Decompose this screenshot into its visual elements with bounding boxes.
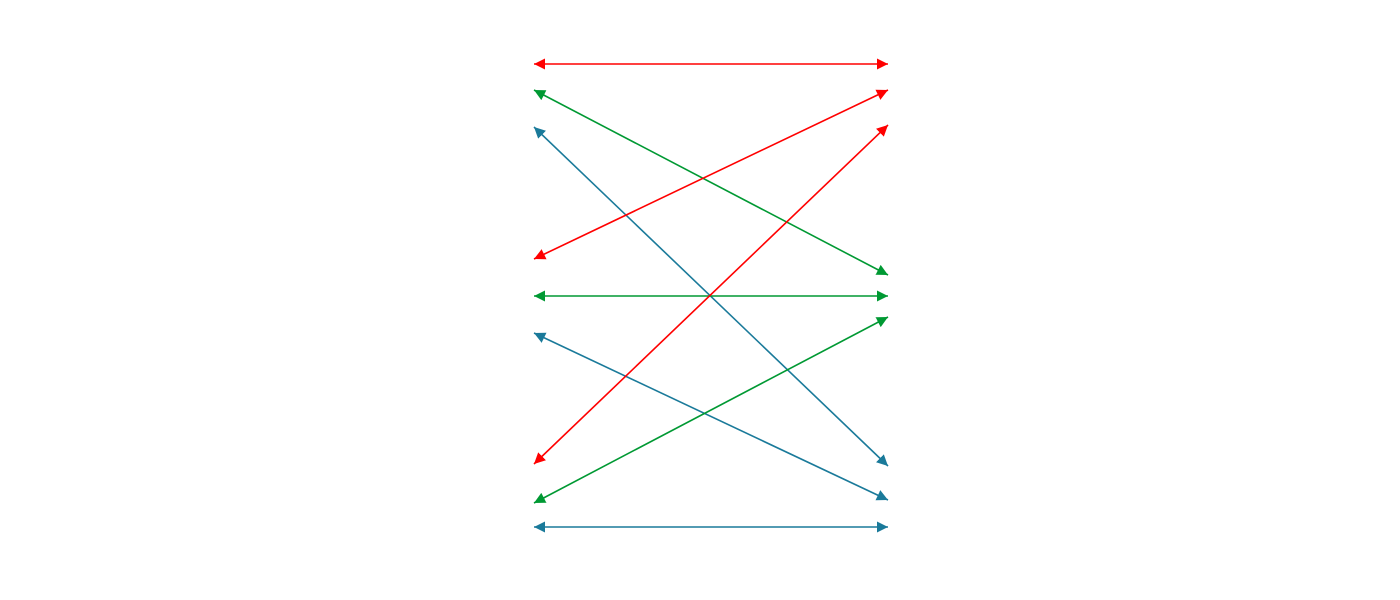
arrows-group xyxy=(533,58,889,533)
double-arrow-red-4 xyxy=(533,89,889,260)
double-arrow-green-2 xyxy=(533,89,889,276)
double-arrow-red-7 xyxy=(533,124,889,465)
double-arrow-green-8 xyxy=(533,316,889,504)
